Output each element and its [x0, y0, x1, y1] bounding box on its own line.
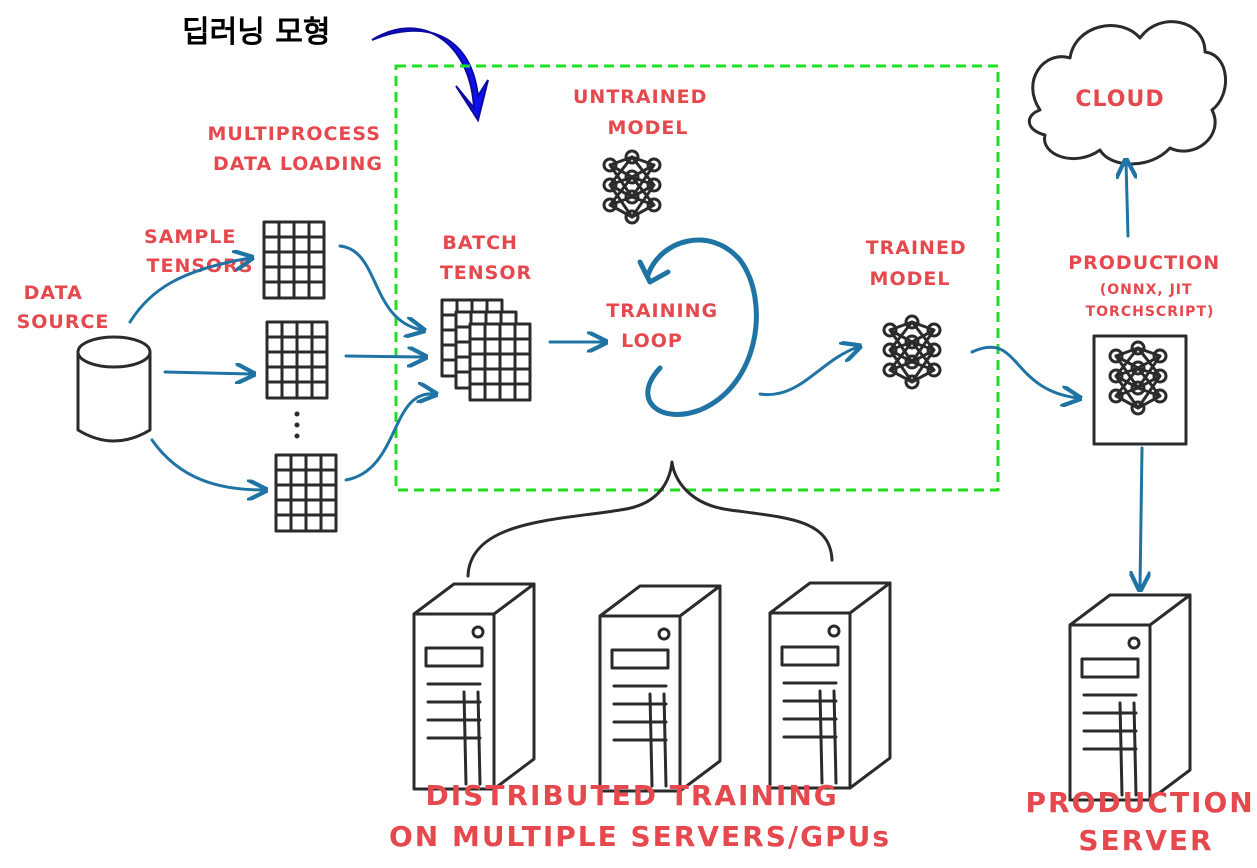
loop-arrowhead-icon: [637, 259, 671, 285]
deep-learning-model-box: [394, 64, 1000, 492]
production-server-label: PRODUCTION SERVER: [1026, 786, 1257, 857]
data-source-label: DATA SOURCE: [17, 282, 110, 333]
production-model-frame: [1092, 334, 1188, 446]
arrow-trained-to-production: [970, 345, 1078, 398]
untrained-model-network-icon: [602, 149, 662, 225]
cloud-label: CLOUD: [1075, 87, 1164, 112]
distributed-training-label: DISTRIBUTED TRAINING ON MULTIPLE SERVERS…: [389, 779, 891, 853]
callout-arrow-icon: [371, 27, 489, 123]
database-icon: [76, 335, 152, 443]
distributed-brace: [466, 460, 834, 578]
training-loop-circle: [645, 237, 759, 417]
ellipsis-icon: [294, 411, 300, 439]
arrow-production-to-cloud: [1126, 162, 1128, 238]
sample-tensors-label: SAMPLE TENSORS: [144, 226, 253, 277]
trained-model-network-icon: [882, 314, 942, 390]
arrow-source-to-sample2: [163, 372, 252, 374]
batch-tensor-label: BATCH TENSOR: [440, 232, 532, 284]
cloud-icon: [1027, 20, 1227, 166]
korean-title: 딥러닝 모형: [182, 15, 330, 50]
sample-tensor-icon: [265, 320, 329, 400]
server-icon: [598, 584, 722, 793]
untrained-model-label: UNTRAINED MODEL: [573, 86, 715, 139]
sample-tensor-icon: [274, 453, 338, 533]
trained-model-label: TRAINED MODEL: [866, 237, 975, 290]
arrow-loop-to-trained: [758, 347, 858, 397]
arrow-sample3-to-batch: [344, 394, 434, 482]
production-label: PRODUCTION (ONNX, JIT TORCHSCRIPT): [1068, 252, 1228, 320]
training-loop-label: TRAINING LOOP: [606, 300, 725, 352]
arrow-source-to-sample3: [150, 438, 264, 490]
arrow-sample2-to-batch: [344, 356, 424, 357]
production-model-network-icon: [1108, 340, 1168, 416]
sample-tensor-icon: [262, 220, 326, 300]
server-icon: [768, 581, 892, 790]
arrow-source-to-sample1: [128, 258, 250, 324]
production-server-icon: [1068, 593, 1192, 802]
batch-tensor-icon: [440, 298, 532, 402]
arrow-production-to-server: [1140, 446, 1142, 588]
multiprocess-label: MULTIPROCESS DATA LOADING: [207, 123, 388, 175]
arrow-sample1-to-batch: [338, 244, 422, 330]
server-icon: [412, 582, 536, 791]
